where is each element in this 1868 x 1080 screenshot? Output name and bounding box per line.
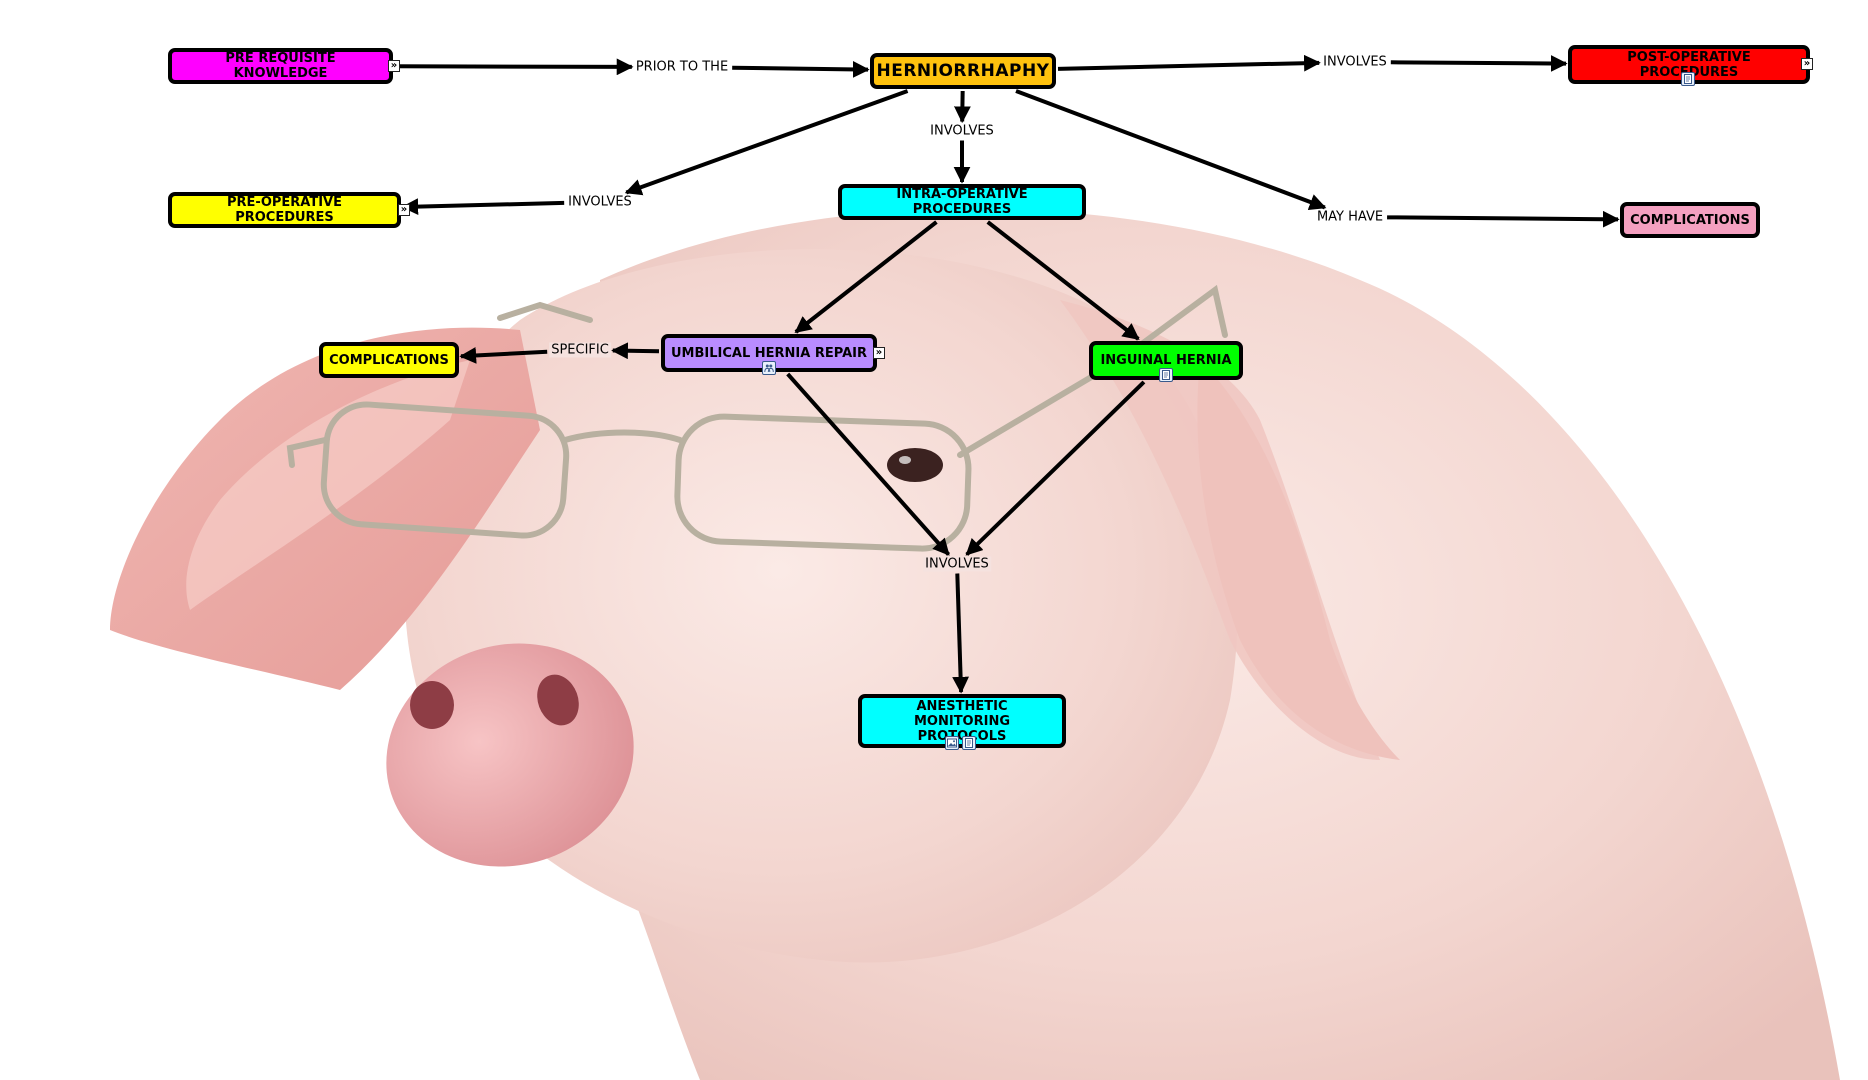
pig-right-ear [1197,360,1400,760]
expand-icon-pre-operative[interactable]: » [398,204,410,216]
pig-snout [386,643,634,867]
link-label-involves-post-op: INVOLVES [1321,54,1389,70]
link-intraop-inguinal [986,220,1140,341]
image-icon[interactable] [945,736,959,750]
node-herniorrhaphy[interactable]: HERNIORRHAPHY [870,53,1056,89]
people-icon[interactable] [762,361,776,375]
link-umbilical-lp_specific [611,342,660,360]
glasses [286,284,1228,552]
document-icon[interactable] [1159,368,1173,382]
expand-icon-pre-requisite[interactable]: » [388,60,400,72]
node-label: HERNIORRHAPHY [876,60,1050,81]
node-complications-right[interactable]: COMPLICATIONS [1620,202,1760,238]
link-hern-lp_inv_left [624,89,909,196]
link-hern-lp_inv_top [1057,54,1321,72]
node-label: INTRA-OPERATIVE PROCEDURES [896,187,1028,217]
link-inguinal-lp_inv_bottom [965,380,1146,556]
expand-icon-umbilical[interactable]: » [873,347,885,359]
link-label-specific: SPECIFIC [549,342,611,358]
node-complications-left[interactable]: COMPLICATIONS [319,342,459,378]
document-icon[interactable] [962,736,976,750]
pig-left-ear [110,327,540,690]
link-lp_specific-comp_left [459,347,548,364]
link-lp_inv_top-postop [1390,55,1568,72]
link-intraop-umbilical [794,220,938,334]
link-lp_prior-hern [732,61,870,78]
link-lp_mayhave-comp_right [1387,210,1620,228]
link-umbilical-lp_inv_bottom [786,372,951,556]
node-pre-requisite-knowledge[interactable]: PRE REQUISITE KNOWLEDGE [168,48,393,84]
link-label-may-have: MAY HAVE [1314,209,1386,225]
expand-icon-post-operative[interactable]: » [1801,58,1813,70]
node-intra-operative-procedures[interactable]: INTRA-OPERATIVE PROCEDURES [838,184,1086,220]
node-pre-operative-procedures[interactable]: PRE-OPERATIVE PROCEDURES [168,192,401,228]
pig-body [404,208,1840,1080]
link-label-involves-intra-op: INVOLVES [928,123,996,139]
link-prereq-lp_prior [394,58,634,76]
link-label-involves-anesthetic: INVOLVES [923,556,991,572]
node-label: COMPLICATIONS [329,352,449,368]
node-label: UMBILICAL HERNIA REPAIR [671,345,867,361]
link-hern-lp_inv_mid [954,90,971,124]
link-label-involves-pre-op: INVOLVES [566,194,634,210]
link-label-prior-to-the: PRIOR TO THE [633,59,731,75]
document-icon[interactable] [1681,72,1695,86]
node-label: COMPLICATIONS [1630,212,1750,228]
node-label: PRE-OPERATIVE PROCEDURES [227,195,342,225]
node-label: INGUINAL HERNIA [1100,353,1232,368]
link-lp_inv_bottom-anesthetic [952,573,969,694]
link-lp_inv_left-preop [401,198,565,216]
link-hern-lp_mayhave [1015,89,1327,211]
pig-eye [887,448,943,482]
node-label: PRE REQUISITE KNOWLEDGE [225,51,336,81]
